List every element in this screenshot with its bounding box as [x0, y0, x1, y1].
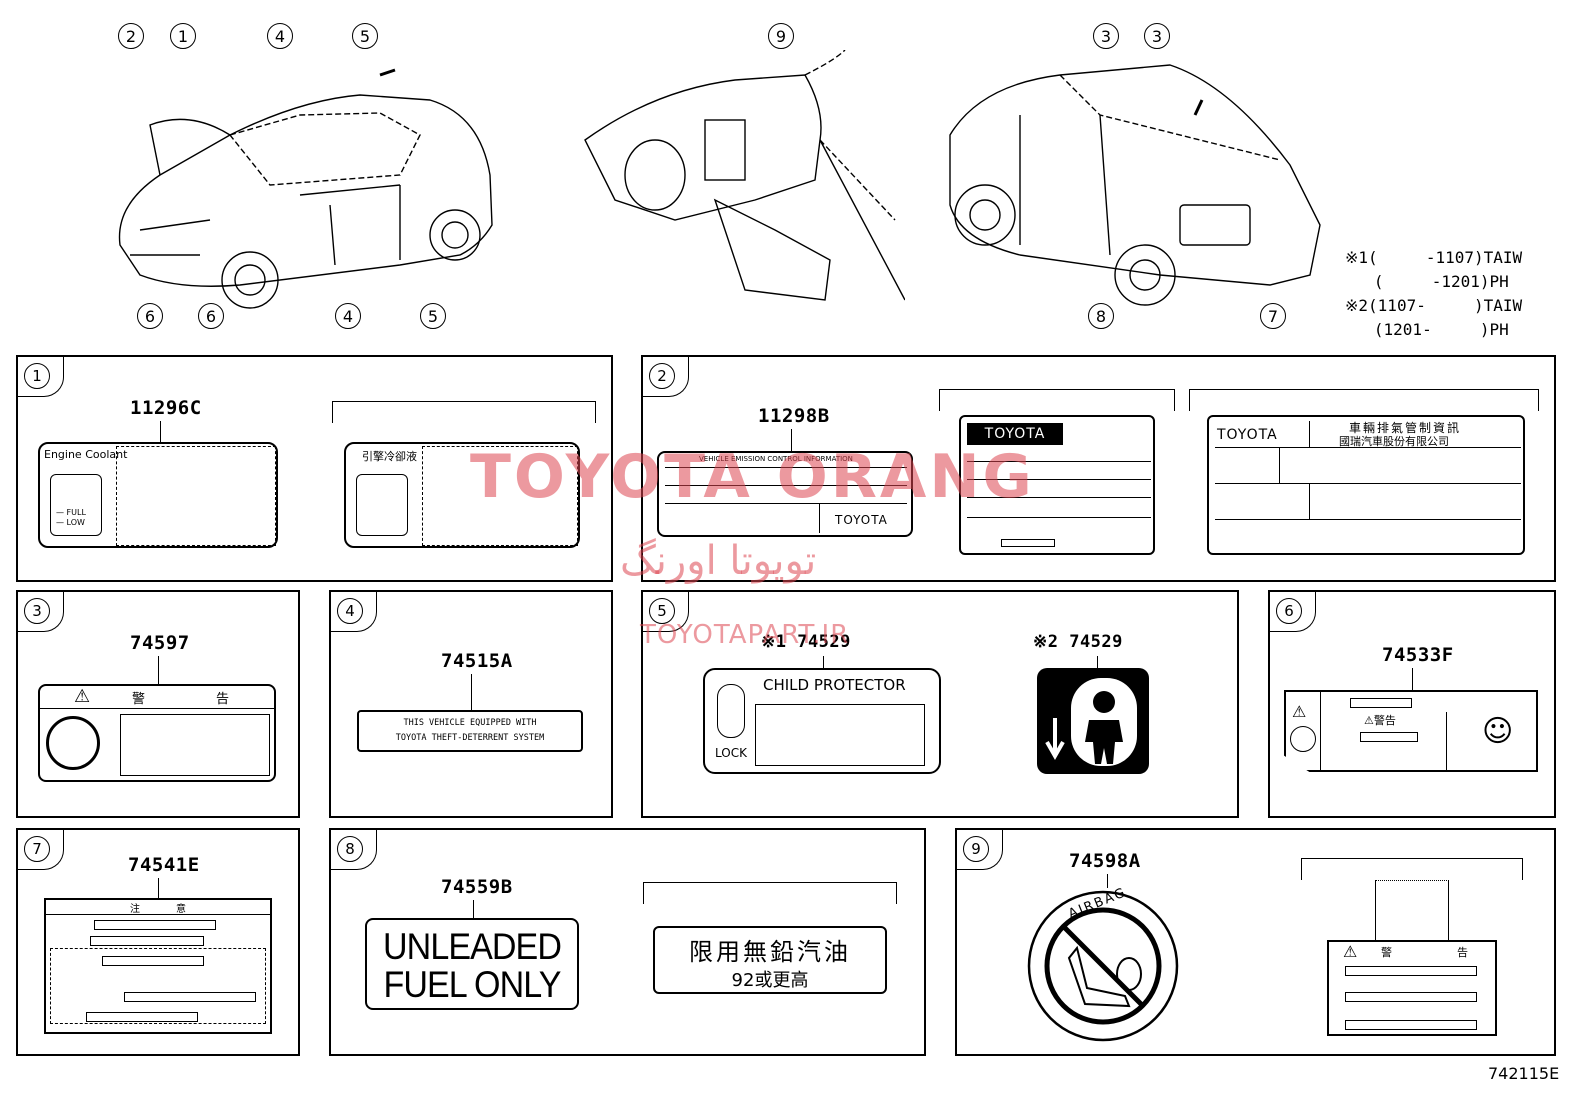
child-protector-label: CHILD PROTECTOR LOCK	[703, 668, 941, 774]
part-number-1: ※1 74529	[761, 632, 851, 652]
callout-3b: 3	[1144, 23, 1170, 49]
panel-1: 1 11296C Engine Coolant — FULL — LOW 引擎冷…	[16, 355, 613, 582]
panel-9: 9 74598A AIRBAG ⚠ 警 告	[955, 828, 1556, 1056]
panel-number: 6	[1276, 598, 1302, 624]
part-number: 11298B	[758, 405, 830, 427]
panel-4: 4 74515A THIS VEHICLE EQUIPPED WITH TOYO…	[329, 590, 613, 818]
callout-2: 2	[118, 23, 144, 49]
steam-person-icon: ☺	[1482, 714, 1514, 749]
panel-number: 8	[337, 836, 363, 862]
panel-number: 4	[337, 598, 363, 624]
callout-6a: 6	[137, 303, 163, 329]
note-2: ( -1201)PH	[1345, 272, 1509, 291]
unleaded-fuel-label-cn: 限用無鉛汽油 92或更高	[653, 926, 887, 994]
warn-char-1: 警	[132, 692, 146, 707]
warning-label-3: ⚠ 警 告	[38, 684, 276, 782]
radiator-warning-label: ⚠ ⚠警告 ☺	[1284, 690, 1538, 772]
full-mark: — FULL	[56, 508, 86, 517]
toyota-text: TOYOTA	[835, 513, 888, 527]
child-figure-icon	[1045, 678, 1137, 766]
callout-6b: 6	[198, 303, 224, 329]
airbag-warning-disc	[1027, 890, 1179, 1042]
dashboard-illustration	[584, 50, 905, 301]
note-4: (1201- )PH	[1345, 320, 1509, 339]
callout-5b: 5	[420, 303, 446, 329]
theft-line-2: TOYOTA THEFT-DETERRENT SYSTEM	[395, 733, 545, 743]
part-number: 74533F	[1382, 644, 1454, 666]
theft-line-1: THIS VEHICLE EQUIPPED WITH	[403, 718, 537, 728]
warn-char-1: 警	[1381, 946, 1392, 959]
panel-6: 6 74533F ⚠ ⚠警告 ☺	[1268, 590, 1556, 818]
callout-3a: 3	[1093, 23, 1119, 49]
caution-label-7: 注 意	[44, 898, 272, 1034]
panel-8: 8 74559B UNLEADED FUEL ONLY 限用無鉛汽油 92或更高	[329, 828, 926, 1056]
coolant-title-cn: 引擎冷卻液	[362, 450, 417, 463]
low-mark: — LOW	[56, 518, 85, 527]
fuel-cn-line-2: 92或更高	[731, 970, 809, 991]
label-tear-edge	[1375, 880, 1449, 940]
figure-id: 742115E	[1488, 1064, 1560, 1083]
panel-number: 1	[24, 363, 50, 389]
part-number: 74515A	[441, 650, 513, 672]
callout-4b: 4	[335, 303, 361, 329]
warn-text: ⚠警告	[1364, 714, 1396, 727]
panel-3: 3 74597 ⚠ 警 告	[16, 590, 300, 818]
part-number: 11296C	[130, 397, 202, 419]
callout-1: 1	[170, 23, 196, 49]
panel-number: 5	[649, 598, 675, 624]
callout-7: 7	[1260, 303, 1286, 329]
note-1: ※1( -1107)TAIW	[1345, 248, 1523, 267]
cn-title-2: 國瑞汽車股份有限公司	[1339, 435, 1449, 448]
warning-triangle-icon: ⚠	[1292, 702, 1307, 721]
warning-triangle-icon: ⚠	[74, 686, 91, 707]
warning-triangle-icon: ⚠	[1343, 942, 1358, 961]
warn-char-2: 告	[216, 692, 230, 707]
toyota-label-cn: TOYOTA 車輛排氣管制資訊 國瑞汽車股份有限公司	[1207, 415, 1525, 555]
car-front-illustration	[118, 68, 493, 309]
panel-number: 3	[24, 598, 50, 624]
toyota-badge: TOYOTA	[967, 423, 1063, 445]
toyota-label-black: TOYOTA	[959, 415, 1155, 555]
lock-switch-icon	[717, 684, 745, 738]
emission-title: VEHICLE EMISSION CONTROL INFORMATION	[699, 455, 853, 463]
warn-char-2: 告	[1457, 946, 1468, 959]
part-number-2: ※2 74529	[1033, 632, 1123, 652]
part-number: 74598A	[1069, 850, 1141, 872]
child-protector-title: CHILD PROTECTOR	[763, 676, 906, 694]
part-number: 74597	[130, 632, 190, 654]
callout-8: 8	[1088, 303, 1114, 329]
callout-9: 9	[768, 23, 794, 49]
coolant-title: Engine Coolant	[44, 448, 128, 461]
caution-char-1: 注	[130, 904, 140, 915]
panel-number: 2	[649, 363, 675, 389]
no-fire-icon	[46, 716, 100, 770]
fuel-line-2: FUEL ONLY	[383, 964, 561, 1005]
panel-2: 2 11298B VEHICLE EMISSION CONTROL INFORM…	[641, 355, 1556, 582]
coolant-label-cn: 引擎冷卻液	[344, 442, 580, 548]
part-number: 74559B	[441, 876, 513, 898]
part-number: 74541E	[128, 854, 200, 876]
theft-deterrent-label: THIS VEHICLE EQUIPPED WITH TOYOTA THEFT-…	[357, 710, 583, 752]
panel-7: 7 74541E 注 意	[16, 828, 300, 1056]
fuel-line-1: UNLEADED	[382, 926, 562, 967]
panel-5: 5 ※1 74529 CHILD PROTECTOR LOCK ※2 74529	[641, 590, 1239, 818]
callout-4: 4	[267, 23, 293, 49]
caution-char-2: 意	[176, 904, 186, 915]
fuel-cn-line-1: 限用無鉛汽油	[689, 938, 851, 966]
emission-label: VEHICLE EMISSION CONTROL INFORMATION TOY…	[657, 451, 913, 537]
coolant-icon-cn	[356, 474, 408, 536]
note-3: ※2(1107- )TAIW	[1345, 296, 1523, 315]
sun-visor-warning-label: ⚠ 警 告	[1327, 940, 1497, 1036]
panel-number: 7	[24, 836, 50, 862]
car-rear-illustration	[949, 64, 1321, 306]
coolant-icon	[50, 474, 102, 536]
cn-title-1: 車輛排氣管制資訊	[1349, 421, 1462, 435]
toyota-text-cn: TOYOTA	[1217, 427, 1278, 443]
unleaded-fuel-label: UNLEADED FUEL ONLY	[365, 918, 579, 1010]
panel-number: 9	[963, 836, 989, 862]
lock-text: LOCK	[715, 746, 747, 760]
coolant-label-en: Engine Coolant — FULL — LOW	[38, 442, 278, 548]
child-lock-pictogram	[1037, 668, 1149, 774]
callout-5: 5	[352, 23, 378, 49]
